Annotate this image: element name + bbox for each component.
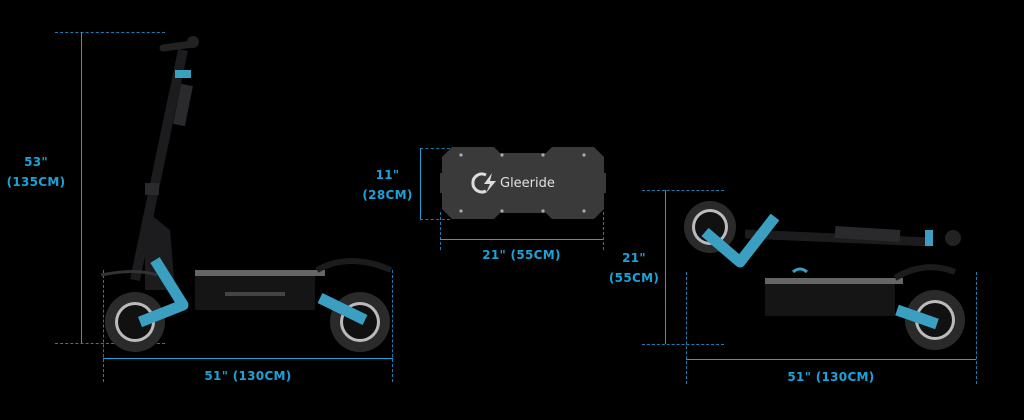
- folded-length-line: [686, 359, 976, 360]
- unfolded-scooter-image: [100, 36, 393, 352]
- deck-left-extension: [440, 212, 441, 250]
- deck-bottom-extension: [420, 219, 450, 220]
- deck-brand-text: Gleeride: [500, 176, 555, 191]
- gleeride-logo-icon: [471, 172, 487, 194]
- height-dimension-line: [81, 32, 82, 343]
- unfolded-length-label: 51" (130CM): [204, 369, 292, 383]
- deck-right-extension: [603, 212, 604, 250]
- deck-height-label: 11" (28CM): [362, 168, 413, 202]
- left-length-extension: [103, 270, 104, 382]
- folded-scooter-image: [684, 201, 965, 350]
- folded-height-label: 21" (55CM): [608, 251, 660, 285]
- folded-length-label: 51" (130CM): [787, 370, 875, 384]
- deck-height-line: [420, 148, 421, 219]
- deck-width-line: [440, 239, 603, 240]
- bottom-extension-line: [55, 343, 165, 344]
- folded-top-extension: [642, 190, 724, 191]
- folded-height-line: [665, 190, 666, 344]
- folded-right-extension: [976, 272, 977, 384]
- length-dimension-line: [103, 358, 393, 359]
- deck-width-label: 21" (55CM): [482, 248, 561, 262]
- folded-left-extension: [686, 272, 687, 384]
- top-extension-line: [55, 32, 165, 33]
- deck-top-extension: [420, 148, 450, 149]
- right-length-extension: [392, 270, 393, 382]
- folded-bottom-extension: [642, 344, 724, 345]
- unfolded-height-label: 53" (135CM): [6, 155, 66, 189]
- deck-plate-image: [440, 147, 606, 219]
